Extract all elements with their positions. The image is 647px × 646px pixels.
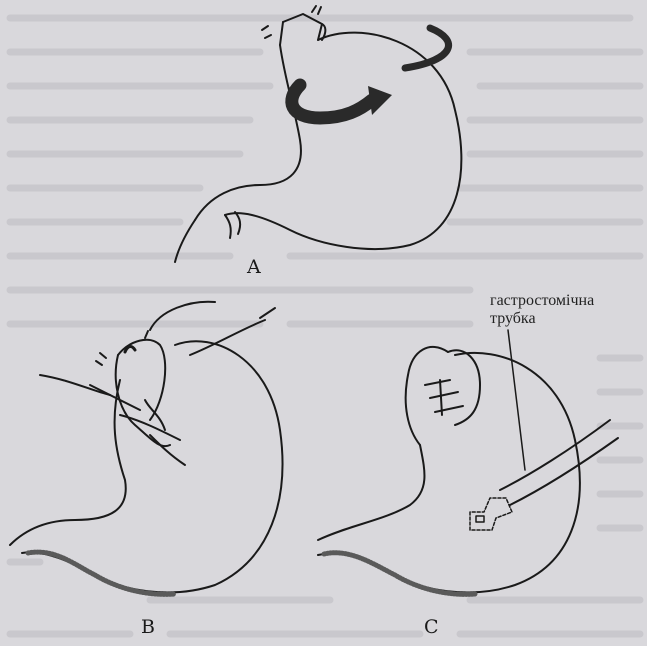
annotation-line-1: гастростомічна [490,292,594,310]
panel-b-stomach [10,302,282,593]
annotation-line-2: трубка [490,310,594,328]
panel-a-label: A [247,258,261,277]
rotation-arrow [292,28,449,118]
panel-b-label: B [141,618,155,637]
panel-c-label: C [424,618,439,637]
gastrostomy-tube-annotation: гастростомічна трубка [490,292,594,329]
panel-a-stomach [175,6,461,262]
panel-c-stomach [318,330,618,592]
